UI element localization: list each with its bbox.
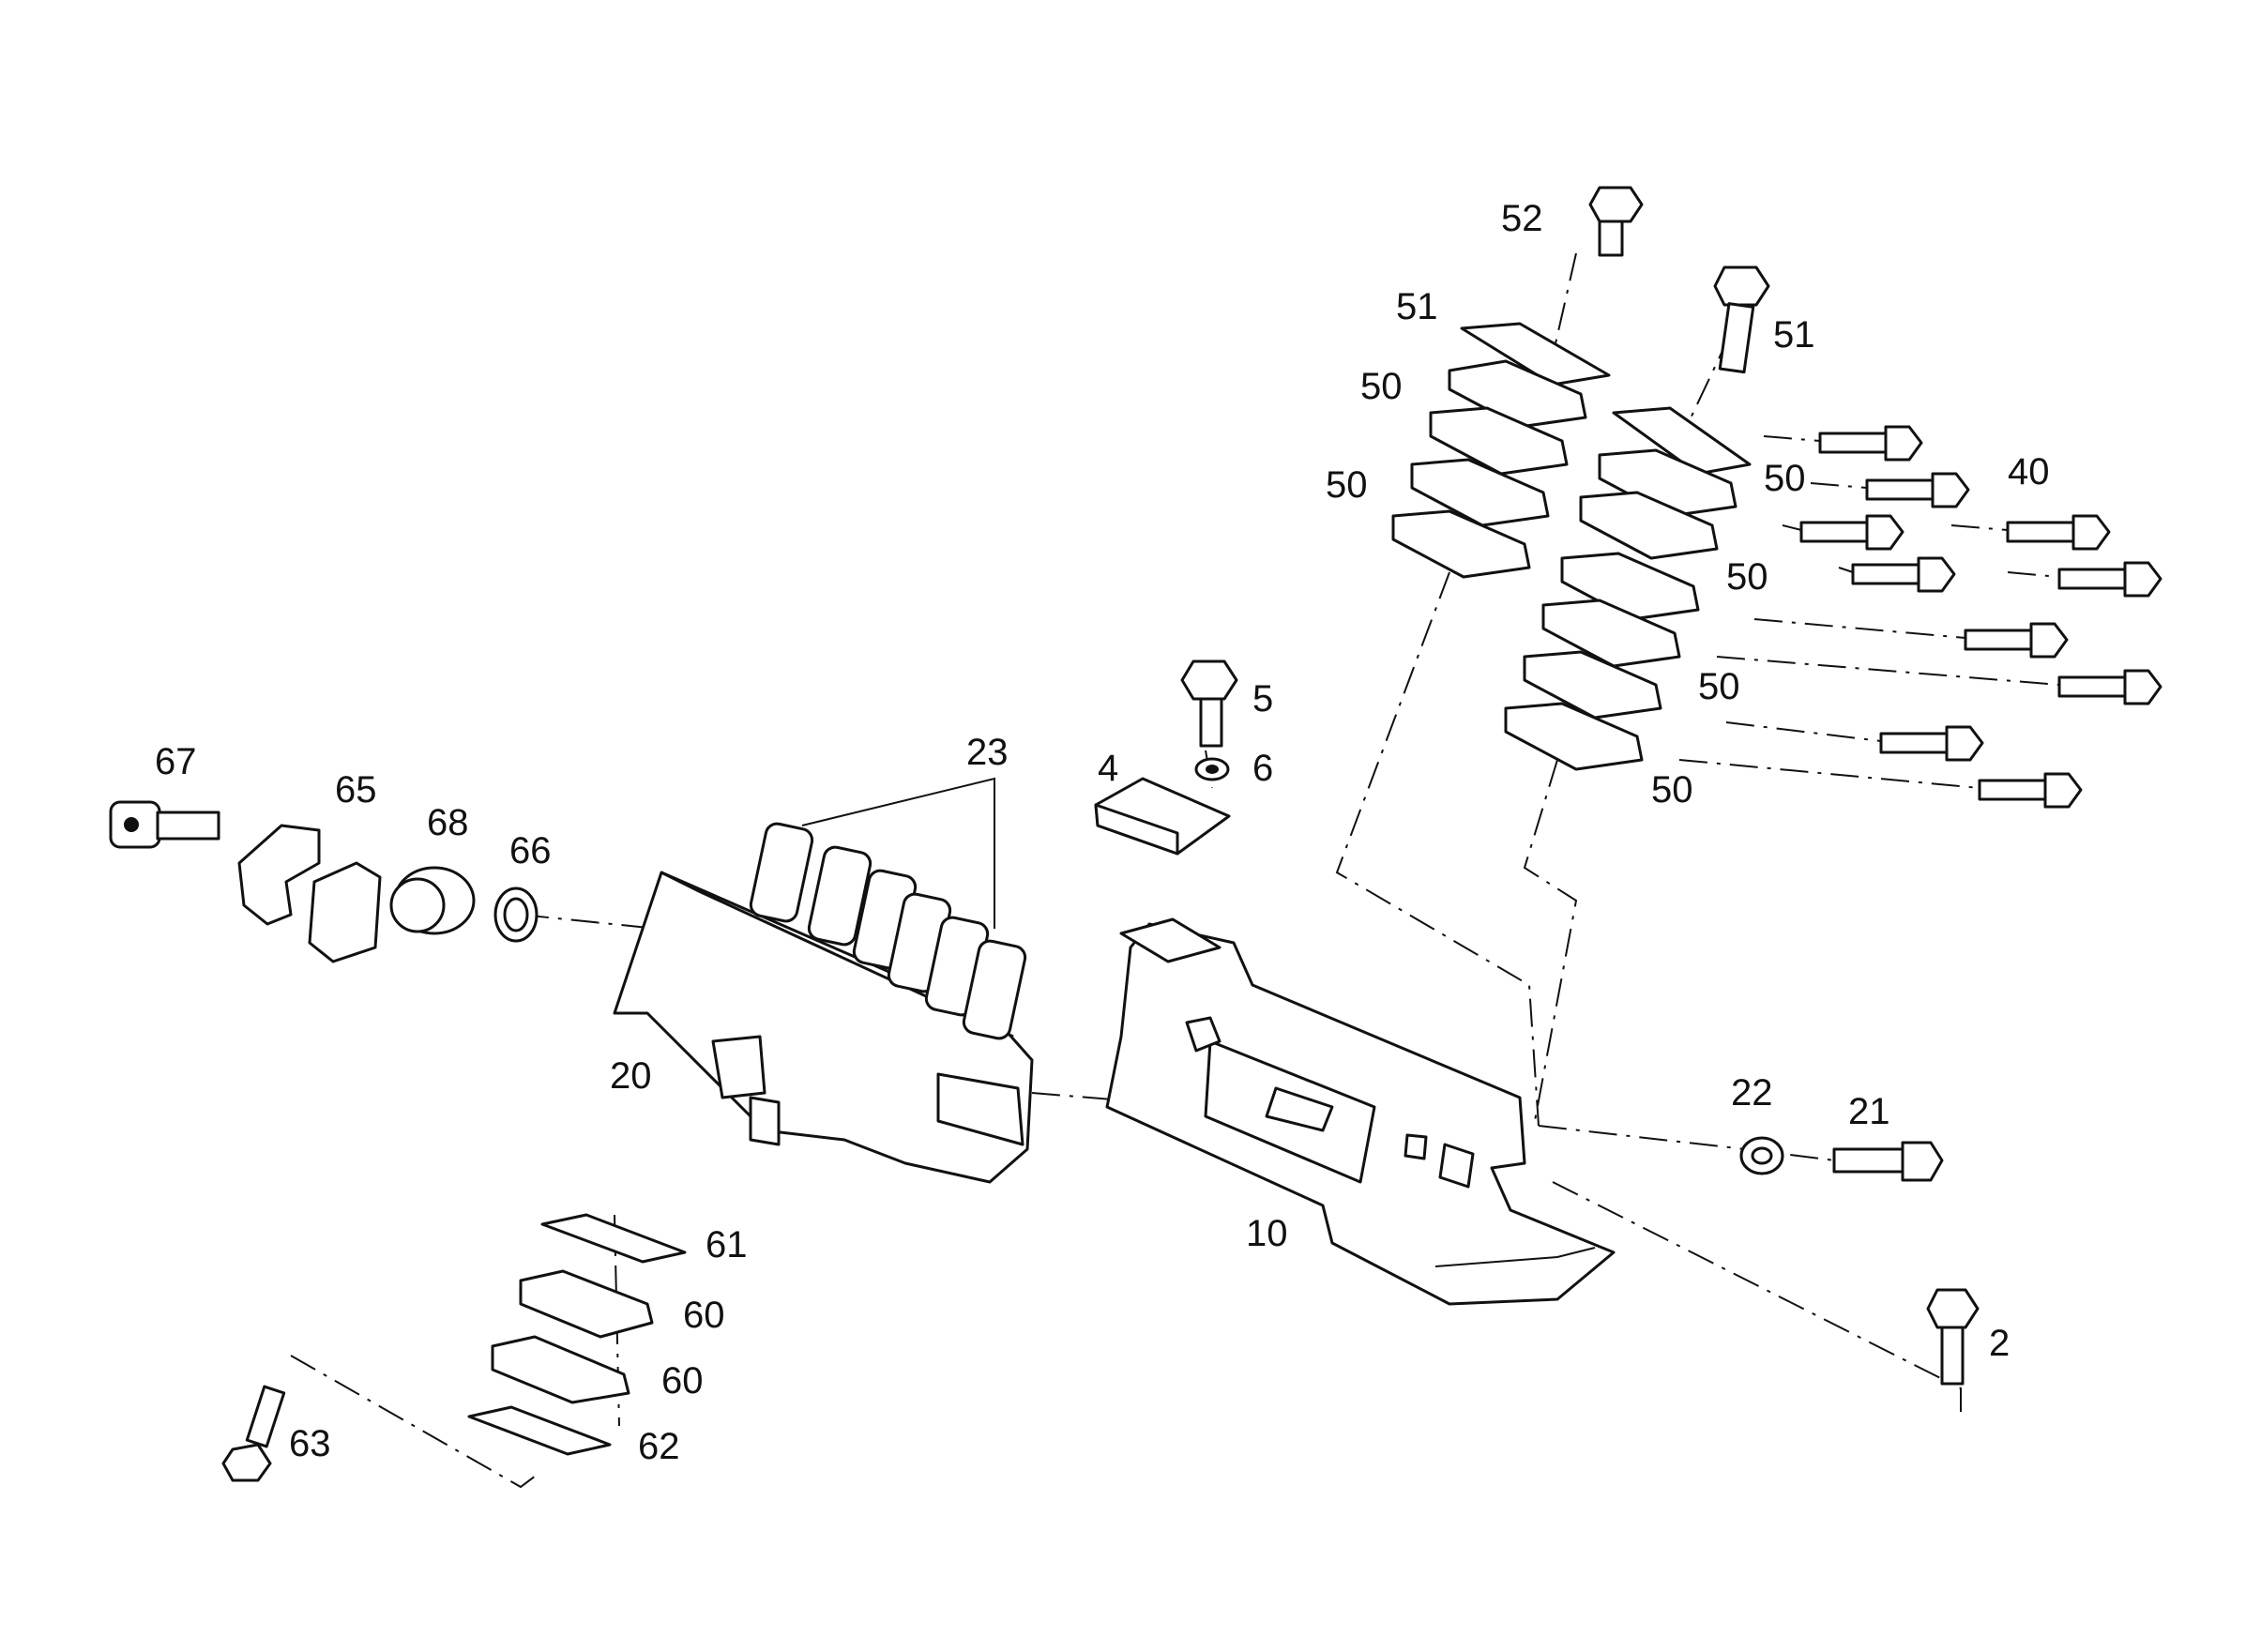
callout-52: 51 — [1773, 314, 1815, 356]
callout-50-b: 50 — [1326, 464, 1368, 506]
callout-21: 21 — [1848, 1091, 1890, 1132]
callout-68: 68 — [427, 802, 469, 843]
callout-63: 63 — [289, 1423, 331, 1464]
bolt-53 — [1588, 186, 1644, 257]
clamp-60-lower — [491, 1335, 630, 1404]
callout-5: 5 — [1252, 678, 1273, 720]
callout-6: 6 — [1252, 748, 1273, 789]
callout-20: 20 — [610, 1055, 652, 1097]
callout-23: 23 — [966, 732, 1009, 773]
callout-53: 52 — [1501, 198, 1543, 239]
washer-22 — [1739, 1136, 1784, 1175]
callout-60-upper: 60 — [683, 1295, 725, 1336]
callout-50-c: 50 — [1726, 556, 1768, 598]
clamp-stack-left — [1391, 322, 1611, 579]
bracket-4 — [1094, 777, 1231, 856]
clamp-60-upper — [519, 1269, 654, 1339]
callout-62: 62 — [638, 1426, 680, 1467]
callout-4: 4 — [1098, 748, 1118, 789]
plate-62 — [467, 1405, 612, 1456]
callout-50-a: 50 — [1360, 366, 1403, 407]
plate-61 — [540, 1213, 687, 1264]
callout-50-e: 50 — [1651, 769, 1693, 811]
callout-67: 67 — [155, 741, 197, 782]
callout-60-lower: 60 — [661, 1360, 704, 1402]
valve-block-20 — [613, 822, 1034, 1184]
leader-lines — [290, 252, 2060, 1489]
callout-2: 2 — [1989, 1323, 2010, 1364]
o-ring-66 — [493, 887, 539, 943]
bolt-2 — [1926, 1288, 1980, 1386]
bolt-63 — [221, 1385, 286, 1482]
clamp-65 — [237, 824, 382, 963]
mounting-plate-10 — [1105, 917, 1616, 1306]
callout-40: 40 — [2008, 451, 2050, 493]
washer-6 — [1194, 757, 1230, 781]
bolts-40 — [1799, 425, 2162, 809]
callout-10: 10 — [1246, 1213, 1288, 1254]
callout-50-d: 50 — [1698, 666, 1740, 707]
plug-68 — [389, 866, 476, 935]
callout-65: 65 — [335, 769, 377, 811]
bolt-52 — [1713, 265, 1770, 374]
callout-labels: 52 51 51 50 50 50 40 50 50 50 5 6 4 23 6… — [155, 198, 2050, 1467]
bolt-67 — [109, 800, 220, 849]
bolt-5 — [1180, 659, 1238, 748]
bolt-21 — [1832, 1141, 1944, 1182]
callout-51-right: 50 — [1764, 458, 1806, 499]
callout-22: 22 — [1731, 1072, 1773, 1114]
callout-61: 61 — [706, 1224, 748, 1266]
clamp-stack-right — [1504, 406, 1752, 771]
callout-66: 66 — [509, 830, 552, 871]
callout-51-top: 51 — [1396, 286, 1438, 327]
solenoids-23 — [749, 822, 1027, 1040]
